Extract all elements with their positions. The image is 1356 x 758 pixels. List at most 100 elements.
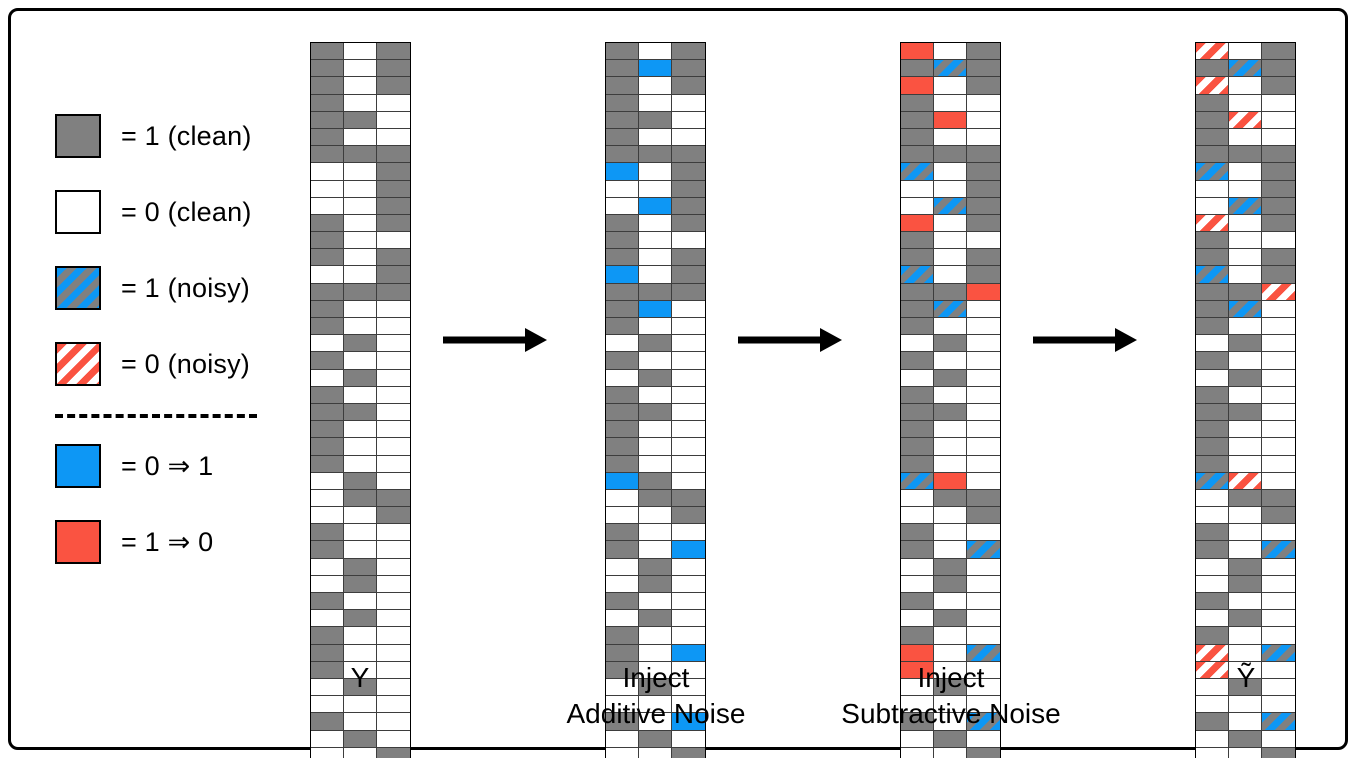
matrix-cell bbox=[1196, 163, 1229, 181]
matrix-cell bbox=[1229, 300, 1262, 318]
matrix-cell bbox=[934, 472, 967, 490]
matrix-cell bbox=[344, 163, 377, 181]
matrix-cell bbox=[967, 610, 1000, 628]
matrix-cell bbox=[967, 541, 1000, 559]
matrix-cell bbox=[672, 661, 705, 679]
matrix-cell bbox=[344, 455, 377, 473]
matrix-cell bbox=[934, 369, 967, 387]
matrix-cell bbox=[1196, 713, 1229, 731]
legend-swatch-zero-clean bbox=[55, 190, 101, 234]
matrix-cell bbox=[1262, 214, 1295, 233]
matrix-cell bbox=[901, 644, 934, 662]
caption-ytilde: Ỹ bbox=[1116, 660, 1356, 696]
legend-item-red: = 1 ⇒ 0 bbox=[55, 516, 295, 568]
matrix-cell bbox=[606, 661, 639, 679]
matrix-cell bbox=[934, 524, 967, 542]
matrix-cell bbox=[672, 249, 705, 267]
matrix-cell bbox=[1262, 747, 1295, 758]
matrix-cell bbox=[1229, 696, 1262, 714]
matrix-cell bbox=[967, 352, 1000, 370]
matrix-cell bbox=[606, 524, 639, 542]
legend-item-blue: = 0 ⇒ 1 bbox=[55, 440, 295, 492]
matrix-cell bbox=[1262, 266, 1295, 284]
matrix-cell bbox=[672, 283, 705, 301]
matrix-cell bbox=[311, 163, 344, 181]
matrix-cell bbox=[639, 77, 672, 95]
matrix-cell bbox=[639, 403, 672, 422]
matrix-cell bbox=[1196, 369, 1229, 387]
matrix-cell bbox=[639, 661, 672, 679]
matrix-cell bbox=[672, 214, 705, 233]
matrix-cell bbox=[901, 747, 934, 758]
matrix-cell bbox=[344, 541, 377, 559]
matrix-cell bbox=[967, 197, 1000, 215]
matrix-cell bbox=[606, 593, 639, 611]
matrix-cell bbox=[606, 386, 639, 404]
matrix-cell bbox=[377, 318, 410, 336]
matrix-cell bbox=[639, 232, 672, 250]
matrix-cell bbox=[901, 146, 934, 164]
matrix-cell bbox=[1229, 610, 1262, 628]
matrix-cell bbox=[901, 455, 934, 473]
matrix-cell bbox=[1229, 214, 1262, 233]
matrix-cell bbox=[606, 60, 639, 78]
matrix-cell bbox=[606, 421, 639, 439]
matrix-cell bbox=[967, 644, 1000, 662]
matrix-cell bbox=[1229, 421, 1262, 439]
matrix-cell bbox=[934, 249, 967, 267]
matrix-cell bbox=[377, 266, 410, 284]
matrix-cell bbox=[377, 214, 410, 233]
matrix-cell bbox=[377, 352, 410, 370]
matrix-cell bbox=[606, 214, 639, 233]
matrix-cell bbox=[901, 489, 934, 508]
matrix-cell bbox=[377, 180, 410, 198]
matrix-cell bbox=[344, 60, 377, 78]
matrix-cell bbox=[639, 507, 672, 525]
matrix-y-tilde bbox=[1195, 42, 1296, 758]
matrix-cell bbox=[672, 403, 705, 422]
matrix-cell bbox=[377, 661, 410, 679]
matrix-cell bbox=[606, 558, 639, 576]
matrix-cell bbox=[344, 369, 377, 387]
matrix-cell bbox=[344, 266, 377, 284]
arrow-subtractive-to-ytilde-icon bbox=[1033, 328, 1137, 352]
matrix-cell bbox=[672, 266, 705, 284]
matrix-cell bbox=[606, 610, 639, 628]
matrix-cell bbox=[1229, 455, 1262, 473]
matrix-cell bbox=[311, 249, 344, 267]
matrix-cell bbox=[606, 283, 639, 301]
matrix-cell bbox=[344, 146, 377, 164]
matrix-cell bbox=[934, 335, 967, 353]
matrix-cell bbox=[344, 696, 377, 714]
matrix-cell bbox=[606, 678, 639, 697]
matrix-cell bbox=[672, 386, 705, 404]
matrix-cell bbox=[1196, 60, 1229, 78]
matrix-cell bbox=[967, 369, 1000, 387]
matrix-cell bbox=[967, 214, 1000, 233]
matrix-cell bbox=[1262, 232, 1295, 250]
matrix-cell bbox=[344, 713, 377, 731]
matrix-cell bbox=[1262, 472, 1295, 490]
matrix-cell bbox=[311, 541, 344, 559]
matrix-cell bbox=[311, 300, 344, 318]
matrix-cell bbox=[672, 713, 705, 731]
matrix-cell bbox=[377, 472, 410, 490]
matrix-cell bbox=[934, 421, 967, 439]
matrix-cell bbox=[1196, 747, 1229, 758]
matrix-cell bbox=[901, 507, 934, 525]
matrix-cell bbox=[1262, 197, 1295, 215]
matrix-cell bbox=[377, 644, 410, 662]
matrix-cell bbox=[672, 163, 705, 181]
matrix-cell bbox=[344, 386, 377, 404]
matrix-cell bbox=[901, 386, 934, 404]
matrix-cell bbox=[1262, 455, 1295, 473]
matrix-cell bbox=[934, 678, 967, 697]
matrix-cell bbox=[606, 128, 639, 147]
matrix-cell bbox=[606, 163, 639, 181]
matrix-cell bbox=[672, 593, 705, 611]
matrix-cell bbox=[311, 335, 344, 353]
matrix-cell bbox=[1229, 318, 1262, 336]
matrix-cell bbox=[1229, 249, 1262, 267]
matrix-cell bbox=[377, 713, 410, 731]
